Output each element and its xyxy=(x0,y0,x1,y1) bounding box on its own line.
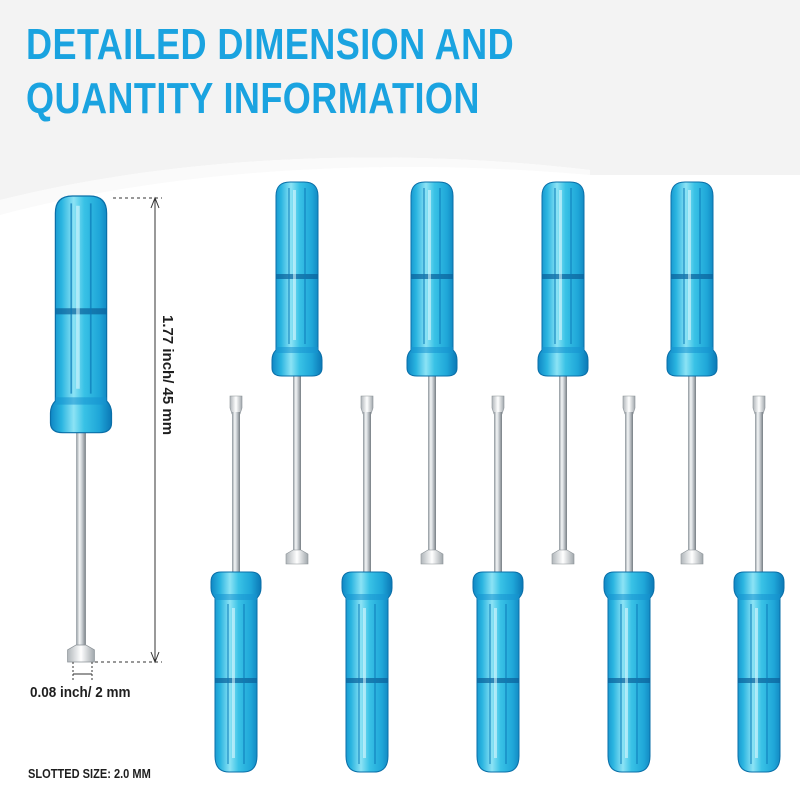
reference-screwdriver xyxy=(49,195,113,663)
width-dimension-line xyxy=(72,662,93,680)
screwdriver-top-1 xyxy=(271,181,323,565)
title-line-2: QUANTITY INFORMATION xyxy=(26,74,480,123)
screwdriver-bottom-4 xyxy=(603,395,655,773)
slotted-size-label: SLOTTED SIZE: 2.0 MM xyxy=(28,766,151,781)
tip-width-label: 0.08 inch/ 2 mm xyxy=(30,684,131,701)
title-line-1: DETAILED DIMENSION AND xyxy=(26,20,515,69)
screwdriver-top-2 xyxy=(406,181,458,565)
length-label: 1.77 inch/ 45 mm xyxy=(159,315,176,436)
length-dimension-line xyxy=(95,196,162,664)
page-title: DETAILED DIMENSION AND QUANTITY INFORMAT… xyxy=(26,18,514,126)
screwdriver-bottom-1 xyxy=(210,395,262,773)
screwdriver-top-3 xyxy=(537,181,589,565)
screwdriver-bottom-2 xyxy=(341,395,393,773)
screwdriver-bottom-5 xyxy=(733,395,785,773)
screwdriver-bottom-3 xyxy=(472,395,524,773)
screwdriver-top-4 xyxy=(666,181,718,565)
